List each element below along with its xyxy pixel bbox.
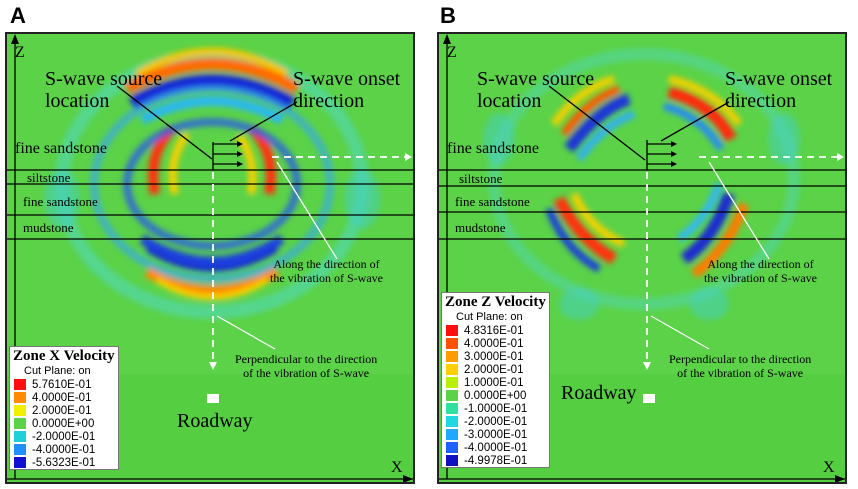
panel-b-letter: B [440, 3, 456, 28]
legend-entry: -4.0000E-01 [442, 441, 549, 454]
legend-title: Zone Z Velocity [445, 294, 546, 310]
legend-zone-x-velocity: Zone X Velocity Cut Plane: on 5.7610E-01… [9, 346, 119, 470]
onset-direction-label: S-wave onset direction [725, 68, 833, 112]
legend-value: 4.0000E-01 [32, 391, 92, 404]
perpendicular-vibration-label: Perpendicular to the direction of the vi… [235, 352, 378, 380]
legend-zone-z-velocity: Zone Z Velocity Cut Plane: on 4.8316E-01… [441, 292, 550, 468]
panel-a-letter: A [10, 3, 26, 28]
legend-swatch [446, 403, 458, 414]
legend-value: -4.0000E-01 [32, 443, 96, 456]
layer-siltstone: siltstone [27, 170, 71, 185]
legend-swatch [14, 444, 26, 455]
legend-value: 2.0000E-01 [32, 404, 92, 417]
legend-value: -2.0000E-01 [464, 415, 528, 428]
legend-swatch [446, 416, 458, 427]
legend-swatch [446, 429, 458, 440]
layer-fine-sandstone-1: fine sandstone [15, 140, 107, 157]
legend-value: 4.8316E-01 [464, 324, 524, 337]
legend-value: 0.0000E+00 [32, 417, 95, 430]
legend-entry: 4.0000E-01 [10, 391, 118, 404]
legend-entry: 2.0000E-01 [10, 404, 118, 417]
layer-mudstone: mudstone [23, 220, 74, 235]
legend-value: -3.0000E-01 [464, 428, 528, 441]
legend-entry: 3.0000E-01 [442, 350, 549, 363]
legend-entry: -4.0000E-01 [10, 443, 118, 456]
along-vibration-label: Along the direction of the vibration of … [270, 257, 383, 285]
legend-value: 3.0000E-01 [464, 350, 524, 363]
roadway-box [207, 394, 219, 403]
legend-value: -5.6323E-01 [32, 456, 96, 469]
legend-value: -4.9978E-01 [464, 454, 528, 467]
legend-value: -4.0000E-01 [464, 441, 528, 454]
roadway-box [643, 394, 655, 403]
legend-entry: -1.0000E-01 [442, 402, 549, 415]
legend-swatch [446, 455, 458, 466]
legend-value: -1.0000E-01 [464, 402, 528, 415]
legend-value: -2.0000E-01 [32, 430, 96, 443]
legend-title: Zone X Velocity [13, 348, 115, 364]
legend-swatch [446, 390, 458, 401]
onset-direction-label: S-wave onset direction [293, 68, 401, 112]
legend-entry: 4.8316E-01 [442, 324, 549, 337]
legend-swatch [14, 431, 26, 442]
legend-swatch [14, 379, 26, 390]
x-axis-label: X [391, 459, 403, 476]
legend-swatch [446, 325, 458, 336]
legend-entry: -2.0000E-01 [442, 415, 549, 428]
roadway-label: Roadway [561, 382, 637, 404]
legend-swatch [446, 377, 458, 388]
layer-fine-sandstone-1: fine sandstone [447, 140, 539, 157]
panel-a-zone-x-velocity: Z X S-wave source location S-wave onset … [5, 32, 415, 484]
legend-swatch [446, 338, 458, 349]
legend-entry: 0.0000E+00 [442, 389, 549, 402]
legend-value: 1.0000E-01 [464, 376, 524, 389]
legend-entry: 0.0000E+00 [10, 417, 118, 430]
legend-entry: -2.0000E-01 [10, 430, 118, 443]
legend-entry: 5.7610E-01 [10, 378, 118, 391]
legend-swatch [14, 405, 26, 416]
legend-value: 2.0000E-01 [464, 363, 524, 376]
legend-swatch [14, 457, 26, 468]
legend-entry: -3.0000E-01 [442, 428, 549, 441]
legend-entry: 4.0000E-01 [442, 337, 549, 350]
legend-swatch [14, 418, 26, 429]
legend-entry: -4.9978E-01 [442, 454, 549, 467]
legend-value: 4.0000E-01 [464, 337, 524, 350]
x-axis-label: X [823, 459, 835, 476]
legend-swatch [446, 442, 458, 453]
roadway-label: Roadway [177, 410, 253, 432]
z-axis-label: Z [15, 44, 25, 61]
source-location-label: S-wave source location [477, 68, 595, 112]
legend-swatch [446, 351, 458, 362]
z-axis-label: Z [447, 44, 457, 61]
legend-swatch [446, 364, 458, 375]
legend-subtitle: Cut Plane: on [456, 311, 523, 323]
layer-fine-sandstone-2: fine sandstone [23, 194, 98, 209]
legend-entry: 2.0000E-01 [442, 363, 549, 376]
layer-mudstone: mudstone [455, 220, 506, 235]
source-location-label: S-wave source location [45, 68, 163, 112]
along-vibration-label: Along the direction of the vibration of … [704, 257, 817, 285]
legend-swatch [14, 392, 26, 403]
legend-value: 0.0000E+00 [464, 389, 527, 402]
legend-value: 5.7610E-01 [32, 378, 92, 391]
legend-entry: -5.6323E-01 [10, 456, 118, 469]
legend-subtitle: Cut Plane: on [24, 365, 91, 377]
perpendicular-vibration-label: Perpendicular to the direction of the vi… [669, 352, 812, 380]
legend-entry: 1.0000E-01 [442, 376, 549, 389]
layer-fine-sandstone-2: fine sandstone [455, 194, 530, 209]
panel-b-zone-z-velocity: Z X S-wave source location S-wave onset … [437, 32, 847, 484]
layer-siltstone: siltstone [459, 171, 503, 186]
